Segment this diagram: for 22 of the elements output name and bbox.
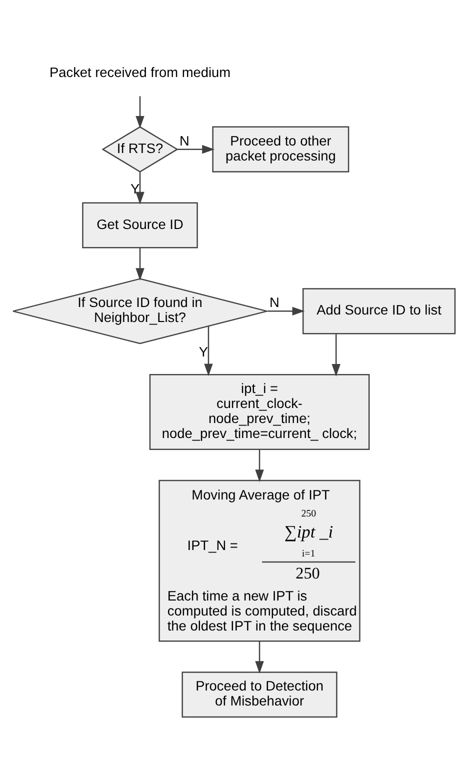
node-box: Moving Average of IPT IPT_N = 250 ∑ipt _i i=1 250 Each time a new IPT is computed is computed, discard the oldest IPT in the sequence [158,479,360,642]
node-text: Packet received from medium [49,64,231,80]
arrow [255,640,264,674]
node-box: Proceed to Detection of Misbehavior [182,671,338,718]
arrow [204,326,213,376]
arrow [136,247,144,280]
arrow [177,144,215,154]
arrow [136,96,144,128]
edge-label: Y [198,344,208,359]
arrow [267,306,305,316]
node-diamond: If RTS? [102,126,178,172]
node-diamond: If Source ID found in Neighbor_List? [12,278,268,344]
arrow [332,334,340,376]
node-box: Get Source ID [82,202,198,248]
node-box: ipt_i = current_clock- node_prev_time; node_prev_time=current_ clock; [149,374,370,450]
edge-label: Y [130,180,140,196]
node-box: Proceed to other packet processing [212,126,350,172]
arrow [255,449,264,482]
arrow [136,172,144,204]
edge-label: N [179,132,190,148]
edge-label: N [270,294,280,310]
node-box: Add Source ID to list [302,288,456,334]
